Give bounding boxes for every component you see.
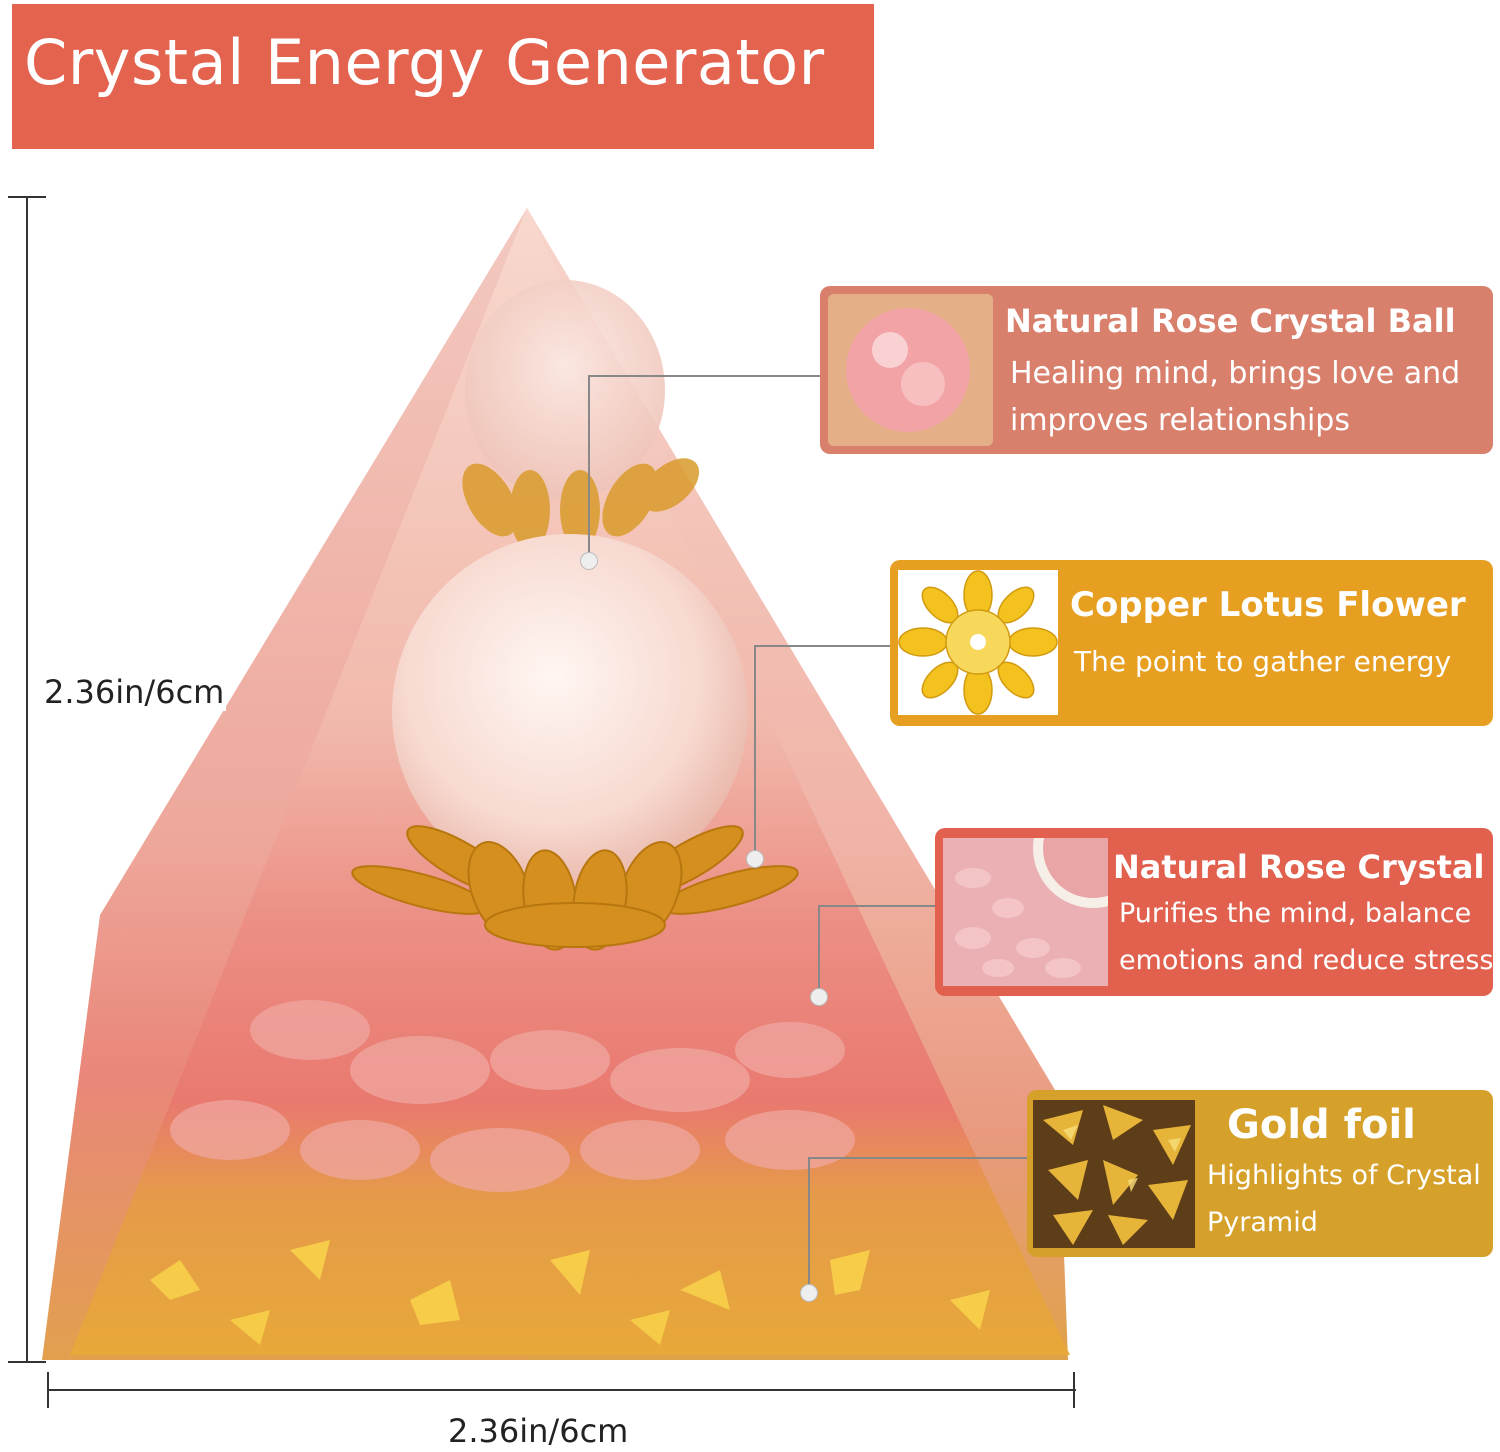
callout-title: Copper Lotus Flower bbox=[1070, 585, 1466, 625]
height-dimension-label: 2.36in/6cm bbox=[42, 673, 227, 711]
callout-card-natural-rose-crystal: Natural Rose Crystal Purifies the mind, … bbox=[935, 828, 1494, 996]
leader-line-crystal bbox=[818, 905, 820, 993]
callout-card-copper-lotus-flower: Copper Lotus Flower The point to gather … bbox=[890, 560, 1493, 726]
callout-card-rose-crystal-ball: Natural Rose Crystal Ball Healing mind, … bbox=[820, 286, 1493, 454]
width-dimension-cap-right bbox=[1073, 1372, 1075, 1408]
leader-line-crystal bbox=[818, 905, 935, 907]
callout-title: Natural Rose Crystal bbox=[1113, 848, 1485, 886]
lotus-flower-icon bbox=[898, 570, 1058, 715]
leader-line-gold bbox=[808, 1157, 810, 1290]
leader-line-ball bbox=[588, 375, 820, 377]
callout-description: Highlights of Crystal Pyramid bbox=[1207, 1160, 1481, 1238]
leader-line-ball bbox=[588, 375, 590, 560]
height-dimension-line bbox=[26, 197, 28, 1363]
page-title: Crystal Energy Generator bbox=[24, 26, 825, 99]
leader-dot-ball bbox=[580, 552, 598, 570]
leader-line-gold bbox=[808, 1157, 1027, 1159]
leader-dot-crystal bbox=[810, 988, 828, 1006]
height-dimension-cap-bottom bbox=[8, 1361, 46, 1363]
rose-quartz-ball-icon bbox=[828, 294, 993, 446]
leader-line-lotus bbox=[754, 645, 890, 647]
leader-line-lotus bbox=[754, 645, 756, 855]
callout-description: The point to gather energy bbox=[1074, 645, 1452, 678]
callout-description: Purifies the mind, balance emotions and … bbox=[1119, 898, 1494, 976]
callout-title: Gold foil bbox=[1227, 1102, 1416, 1148]
callout-title: Natural Rose Crystal Ball bbox=[1005, 302, 1456, 340]
width-dimension-label: 2.36in/6cm bbox=[448, 1412, 629, 1450]
rose-crystal-chips-icon bbox=[943, 838, 1108, 986]
callout-card-gold-foil: Gold foil Highlights of Crystal Pyramid bbox=[1027, 1090, 1493, 1257]
callout-description: Healing mind, brings love and improves r… bbox=[1010, 356, 1461, 438]
width-dimension-line bbox=[48, 1389, 1076, 1391]
leader-dot-lotus bbox=[746, 850, 764, 868]
product-image-pyramid bbox=[30, 200, 1100, 1365]
gold-foil-icon bbox=[1033, 1100, 1195, 1248]
leader-dot-gold bbox=[800, 1284, 818, 1302]
title-banner: Crystal Energy Generator bbox=[12, 4, 874, 149]
